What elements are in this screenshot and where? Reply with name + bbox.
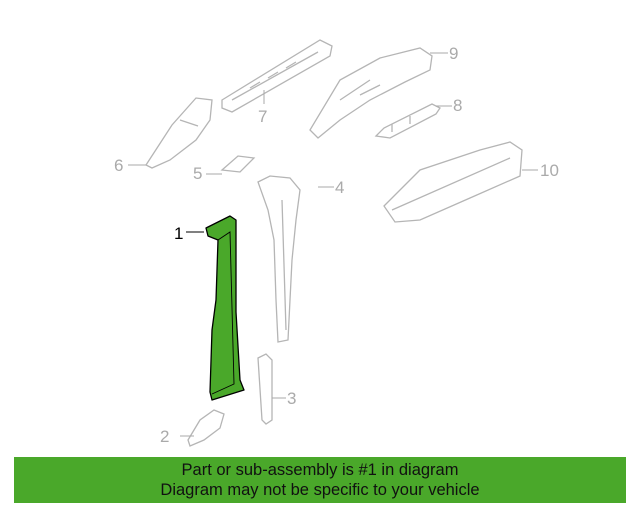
callout-1[interactable]: 1 xyxy=(174,224,184,243)
callout-5[interactable]: 5 xyxy=(193,164,203,183)
callout-8[interactable]: 8 xyxy=(453,96,463,115)
callout-9[interactable]: 9 xyxy=(449,44,459,63)
part-9-rear-pillar-upper xyxy=(309,47,433,139)
callout-6[interactable]: 6 xyxy=(114,156,124,175)
banner-line-2: Diagram may not be specific to your vehi… xyxy=(160,481,480,499)
callout-4[interactable]: 4 xyxy=(335,178,345,197)
part-10-glass xyxy=(383,141,523,223)
callout-3[interactable]: 3 xyxy=(287,389,297,408)
callout-10[interactable]: 10 xyxy=(540,161,559,180)
part-7-roof-rail xyxy=(221,39,333,113)
part-5-clip xyxy=(220,155,256,173)
part-1-b-pillar-trim xyxy=(205,215,245,401)
callout-7[interactable]: 7 xyxy=(258,107,268,126)
part-3-lower-trim xyxy=(257,353,273,425)
info-banner: Part or sub-assembly is #1 in diagram Di… xyxy=(14,457,626,503)
part-6-quarter-bracket xyxy=(145,97,213,169)
banner-line-1: Part or sub-assembly is #1 in diagram xyxy=(181,461,459,479)
part-8-bracket xyxy=(374,103,441,139)
part-4-b-pillar-inner xyxy=(257,175,301,343)
callout-2[interactable]: 2 xyxy=(160,427,170,446)
part-2-bracket xyxy=(187,409,225,447)
